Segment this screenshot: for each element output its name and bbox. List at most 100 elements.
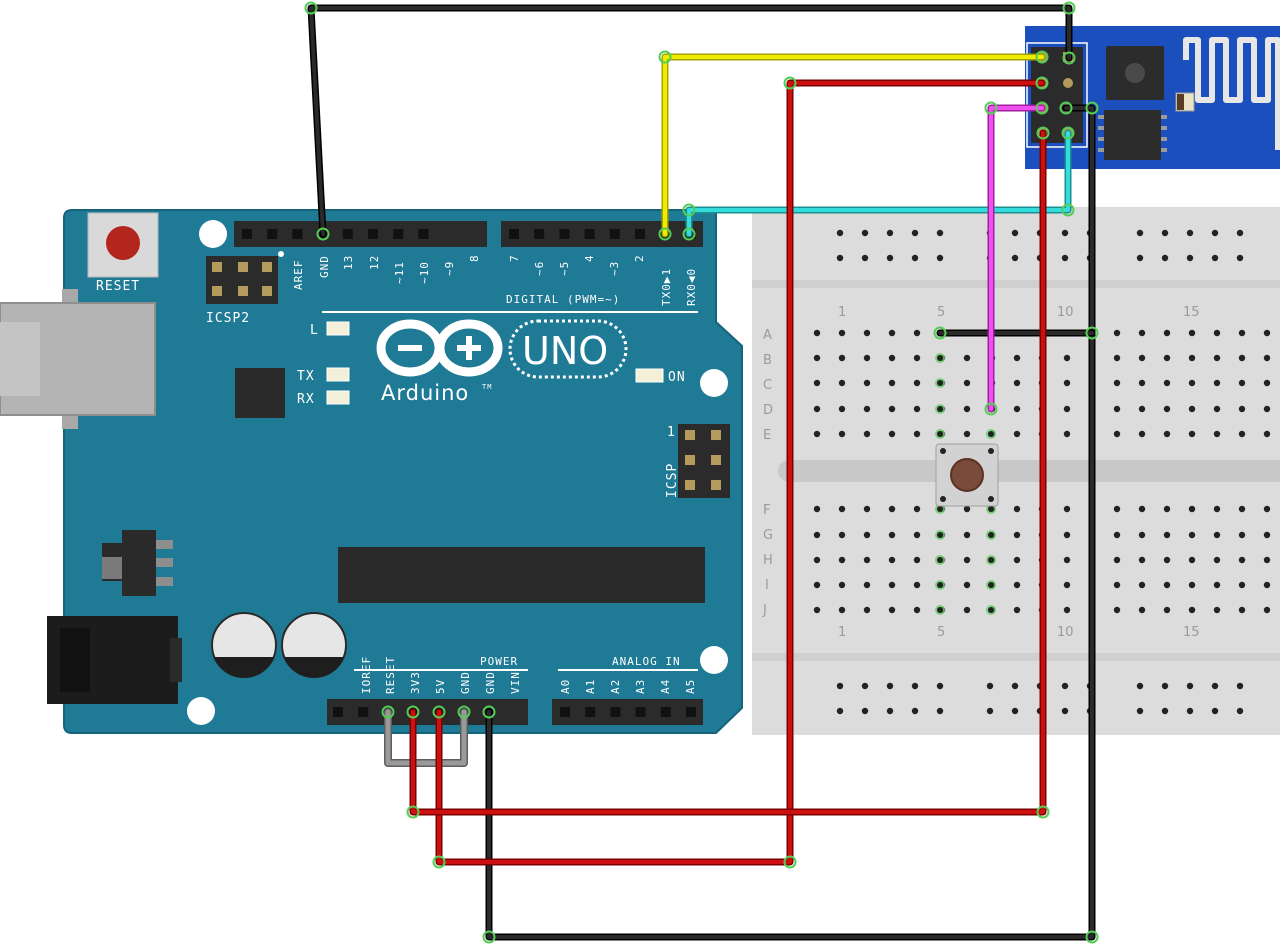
reset-button-cap[interactable] [106,226,140,260]
breadboard-hole [1138,531,1146,539]
breadboard-hole [1163,505,1171,513]
breadboard-hole [863,329,871,337]
breadboard-hole [913,430,921,438]
wire-endpoint [457,705,471,719]
button-leg-dot [988,496,994,502]
led-rx [326,390,350,405]
rail-hole [1061,254,1069,262]
header-pin [610,707,621,717]
button-cap[interactable] [950,458,984,492]
icsp-pin1-label: 1 [667,425,676,440]
breadboard-hole [1238,505,1246,513]
breadboard-center-channel [778,460,1280,482]
breadboard-hole [838,405,846,413]
breadboard-hole [863,354,871,362]
rail-hole [986,682,994,690]
breadboard-hole [1263,379,1271,387]
push-button[interactable] [935,443,999,507]
breadboard-hole [1188,556,1196,564]
breadboard-hole [913,329,921,337]
rail-hole [1011,682,1019,690]
rail-hole [1186,254,1194,262]
pin-label: ~6 [533,261,546,276]
mounting-hole [199,220,227,248]
breadboard-hole [988,557,994,563]
breadboard-hole [1013,556,1021,564]
wire-endpoint [406,705,420,719]
breadboard-hole [838,581,846,589]
breadboard-hole [913,354,921,362]
icsp-header [678,424,730,498]
breadboard-hole [813,556,821,564]
breadboard-hole [1113,606,1121,614]
analog-header [552,699,703,725]
rail-hole [1236,707,1244,715]
row-label: I [765,578,769,593]
breadboard-hole [1213,556,1221,564]
button-leg-dot [940,448,946,454]
breadboard-hole [1113,505,1121,513]
breadboard-hole [1113,531,1121,539]
breadboard-hole [1013,505,1021,513]
dc-jack-front [60,628,90,692]
led-tx-label: TX [297,369,315,384]
tx-wire [663,55,1044,236]
breadboard-hole [937,431,943,437]
rail-hole [911,707,919,715]
breadboard-hole [1188,354,1196,362]
breadboard: A B C D E F G H I J 1 5 10 15 1 5 10 15 [752,207,1280,735]
pin-label: AREF [292,260,305,291]
breadboard-hole [1163,606,1171,614]
header-pin [368,229,378,239]
rail-hole [1211,707,1219,715]
voltage-regulator [102,530,173,596]
breadboard-hole [1138,379,1146,387]
rail-hole [1061,707,1069,715]
column-number: 15 [1183,625,1200,640]
header-pin [393,229,404,239]
atmega-chip [338,547,705,603]
wire-endpoint [1062,1,1076,15]
breadboard-hole [1163,379,1171,387]
wire-endpoint [933,326,947,340]
row-label: E [763,428,771,443]
breadboard-hole [963,430,971,438]
breadboard-hole [838,606,846,614]
wire-endpoint [1085,326,1099,340]
wire-endpoint [1062,51,1076,65]
breadboard-hole [1013,405,1021,413]
analog-label: ANALOG IN [612,655,681,668]
breadboard-hole [1238,379,1246,387]
pin-marker-dot [278,251,284,257]
wire-endpoint [1085,930,1099,944]
capacitor [211,612,277,678]
breadboard-hole [1238,531,1246,539]
breadboard-hole [1113,430,1121,438]
uno-model: UNO [522,329,608,373]
breadboard-hole [988,431,994,437]
header-pin [585,707,596,717]
breadboard-hole [863,606,871,614]
button-leg-dot [988,448,994,454]
pin-label: ~3 [608,261,621,276]
wire-endpoint [304,1,318,15]
pin-label: VIN [509,671,522,694]
breadboard-hole [1138,329,1146,337]
digital-label: DIGITAL (PWM=~) [506,293,620,306]
breadboard-hole [1188,531,1196,539]
breadboard-hole [813,379,821,387]
breadboard-hole [1263,531,1271,539]
breadboard-hole [863,531,871,539]
pin-label: 8 [468,254,481,262]
breadboard-hole [1188,379,1196,387]
breadboard-hole [1113,329,1121,337]
column-number: 1 [838,625,846,640]
rail-hole [911,682,919,690]
esp8266-module [1025,26,1280,169]
rail-hole [1211,682,1219,690]
rail-hole [1161,707,1169,715]
reset-button[interactable] [87,212,159,278]
wire-endpoint [432,705,446,719]
wire-endpoint [432,855,446,869]
rail-hole [886,254,894,262]
